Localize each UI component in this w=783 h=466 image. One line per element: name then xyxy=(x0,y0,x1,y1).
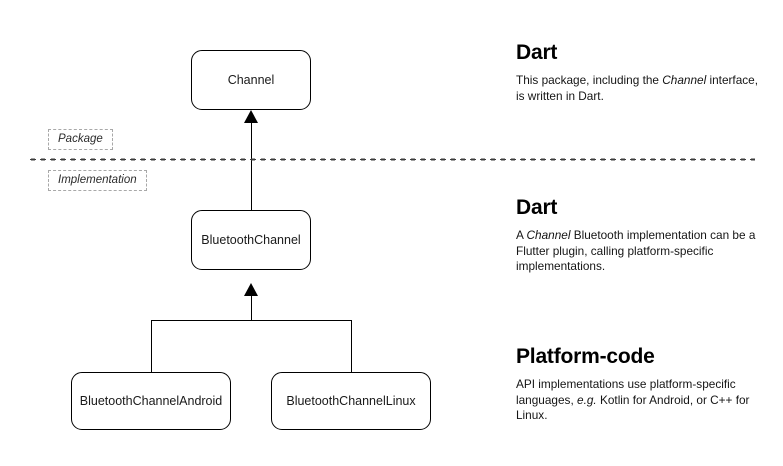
layer-divider xyxy=(28,158,755,161)
layer-tag-package: Package xyxy=(48,129,113,150)
note-dart-package-body: This package, including the Channel inte… xyxy=(516,73,759,103)
edge-fork-drop-android xyxy=(151,320,152,372)
layer-tag-implementation-label: Implementation xyxy=(58,174,137,186)
edge-bluetooth-to-channel-line xyxy=(251,123,252,210)
edge-bluetooth-to-channel-arrowhead-icon xyxy=(244,110,258,123)
note-dart-package-heading: Dart xyxy=(516,41,558,64)
note-platform-code: Platform-code API implementations use pl… xyxy=(516,345,764,424)
node-bluetooth-channel-linux[interactable]: BluetoothChannelLinux xyxy=(271,372,431,430)
note-dart-package: Dart This package, including the Channel… xyxy=(516,41,764,104)
edge-platforms-to-bluetooth-arrowhead-icon xyxy=(244,283,258,296)
layer-tag-package-label: Package xyxy=(58,133,103,145)
edge-fork-bar xyxy=(151,320,352,321)
node-bluetooth-channel-label: BluetoothChannel xyxy=(201,232,301,247)
note-platform-code-body: API implementations use platform-specifi… xyxy=(516,377,750,423)
node-bluetooth-channel[interactable]: BluetoothChannel xyxy=(191,210,311,270)
node-channel-label: Channel xyxy=(227,72,275,87)
node-bluetooth-channel-android-label: BluetoothChannelAndroid xyxy=(79,393,223,408)
note-dart-implementation: Dart A Channel Bluetooth implementation … xyxy=(516,196,764,275)
node-bluetooth-channel-linux-label: BluetoothChannelLinux xyxy=(286,393,416,408)
note-dart-implementation-heading: Dart xyxy=(516,196,558,219)
edge-platforms-to-bluetooth-line xyxy=(251,296,252,320)
node-bluetooth-channel-android[interactable]: BluetoothChannelAndroid xyxy=(71,372,231,430)
layer-tag-implementation: Implementation xyxy=(48,170,147,191)
edge-fork-drop-linux xyxy=(351,320,352,372)
node-channel[interactable]: Channel xyxy=(191,50,311,110)
note-dart-implementation-body: A Channel Bluetooth implementation can b… xyxy=(516,228,756,274)
note-platform-code-heading: Platform-code xyxy=(516,345,655,368)
